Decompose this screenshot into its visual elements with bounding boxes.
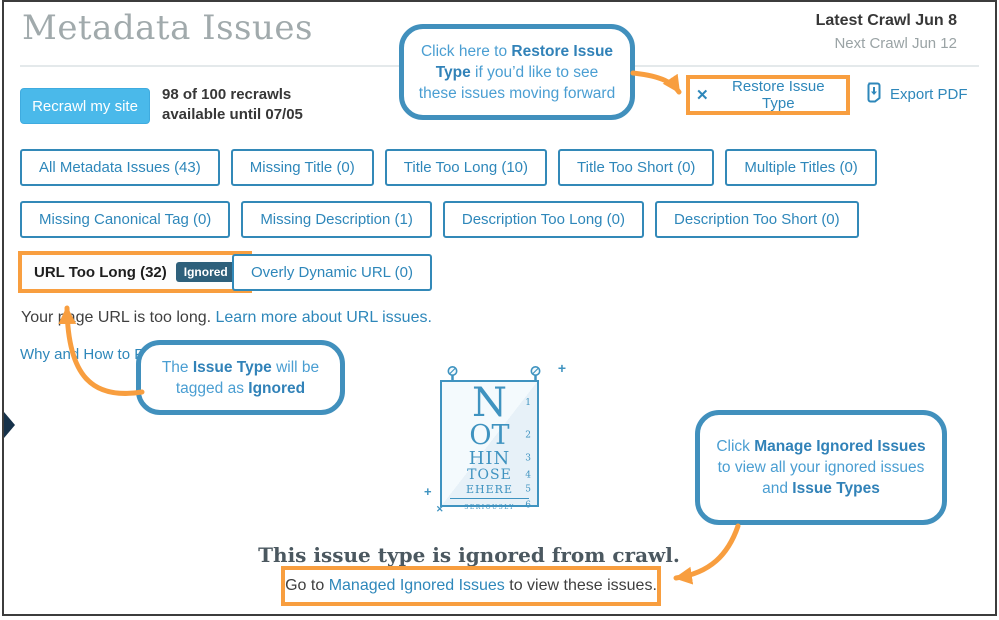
issue-description: Your page URL is too long. Learn more ab… (21, 309, 432, 327)
recrawl-info: 98 of 100 recrawls available until 07/05 (162, 85, 303, 125)
x-decoration: ✕ (436, 504, 444, 514)
why-how-link-text: Why and How to F (20, 346, 144, 363)
pushpin-icon (529, 366, 542, 388)
latest-crawl-label: Latest Crawl Jun 8 (815, 12, 957, 29)
issue-description-text: Your page URL is too long. (21, 309, 216, 326)
filter-description-too-short[interactable]: Description Too Short (0) (655, 201, 859, 238)
filter-title-too-long[interactable]: Title Too Long (10) (384, 149, 548, 186)
managed-ignored-issues-link[interactable]: Managed Ignored Issues (328, 577, 505, 594)
next-crawl-label: Next Crawl Jun 12 (834, 35, 957, 52)
restore-issue-type-button[interactable]: ✕ Restore Issue Type (690, 77, 846, 113)
goto-managed-ignored-issues-highlight: Go to Managed Ignored Issues to view the… (281, 566, 661, 606)
filter-row-1: All Metadata Issues (43) Missing Title (… (20, 149, 877, 186)
filter-url-too-long-highlight[interactable]: URL Too Long (32) Ignored (18, 251, 252, 293)
callout-ignored-text: The Issue Type will be tagged as Ignored (161, 358, 320, 397)
goto-text: Go to Managed Ignored Issues to view the… (285, 577, 657, 594)
filter-url-too-long-label: URL Too Long (32) (34, 263, 167, 281)
plus-decoration: + (424, 484, 432, 499)
restore-issue-type-highlight: ✕ Restore Issue Type (686, 75, 850, 115)
page-title: Metadata Issues (22, 8, 313, 48)
recrawl-info-line2: available until 07/05 (162, 106, 303, 123)
restore-issue-type-label: Restore Issue Type (732, 78, 825, 112)
recrawl-button[interactable]: Recrawl my site (20, 88, 150, 124)
recrawl-info-line1: 98 of 100 recrawls (162, 86, 292, 103)
why-how-link[interactable]: Why and How to F (20, 346, 143, 363)
learn-more-link[interactable]: Learn more about URL issues. (215, 309, 432, 326)
filter-description-too-long[interactable]: Description Too Long (0) (442, 201, 645, 238)
callout-issue-type-ignored: The Issue Type will be tagged as Ignored (136, 340, 345, 415)
callout-restore-text: Click here to Restore Issue Type if you’… (418, 42, 616, 102)
export-pdf-icon (866, 82, 883, 107)
callout-restore-issue-type: Click here to Restore Issue Type if you’… (399, 24, 635, 120)
close-icon: ✕ (696, 87, 709, 104)
filter-missing-description[interactable]: Missing Description (1) (241, 201, 432, 238)
arrow-to-restore-button (630, 70, 682, 95)
callout-manage-ignored-issues: Click Manage Ignored Issues to view all … (695, 410, 947, 525)
filter-missing-title[interactable]: Missing Title (0) (230, 149, 374, 186)
filter-overly-dynamic-url[interactable]: Overly Dynamic URL (0) (232, 254, 432, 291)
export-pdf-label: Export PDF (890, 86, 968, 103)
filter-missing-canonical-tag[interactable]: Missing Canonical Tag (0) (20, 201, 231, 238)
ignored-badge: Ignored (175, 262, 236, 282)
filter-all-metadata-issues[interactable]: All Metadata Issues (43) (20, 149, 220, 186)
callout-manage-text: Click Manage Ignored Issues to view all … (716, 438, 926, 497)
sidebar-expand-arrow[interactable] (4, 412, 15, 438)
filter-title-too-short[interactable]: Title Too Short (0) (558, 149, 715, 186)
export-pdf-button[interactable]: Export PDF (860, 81, 974, 108)
plus-decoration: + (557, 360, 566, 376)
filter-multiple-titles[interactable]: Multiple Titles (0) (725, 149, 877, 186)
ignored-from-crawl-heading: This issue type is ignored from crawl. (258, 543, 680, 567)
filter-row-2: Missing Canonical Tag (0) Missing Descri… (20, 201, 859, 238)
